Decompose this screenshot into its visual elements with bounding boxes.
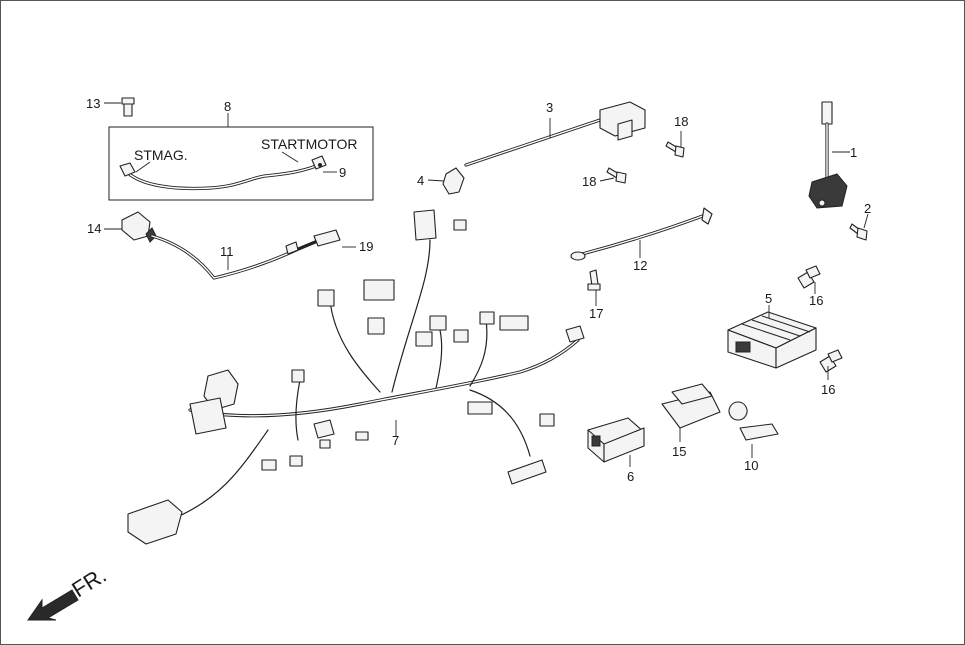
part-11-harness: [104, 211, 356, 280]
callout-8: 8: [224, 99, 231, 114]
part-17-bolt: [587, 269, 601, 306]
callout-12: 12: [633, 258, 647, 273]
part-3-ignition-coil: [464, 101, 646, 167]
callout-6: 6: [627, 469, 634, 484]
part-7-main-harness: [127, 209, 585, 545]
callout-4: 4: [417, 173, 424, 188]
callout-5: 5: [765, 291, 772, 306]
callout-3: 3: [546, 100, 553, 115]
callout-19: 19: [359, 239, 373, 254]
part-2-screw: [849, 213, 869, 241]
part-4-plug-cap: [427, 167, 465, 195]
callout-7: 7: [392, 433, 399, 448]
callout-17: 17: [589, 306, 603, 321]
part-18-screws: [599, 131, 685, 184]
front-direction-indicator: [27, 589, 79, 621]
start-motor-terminal: [311, 155, 327, 170]
callout-18-lower: 18: [582, 174, 596, 189]
callout-18-upper: 18: [674, 114, 688, 129]
callout-2: 2: [864, 201, 871, 216]
part-1-sensor: [808, 101, 850, 209]
callout-10: 10: [744, 458, 758, 473]
callout-15: 15: [672, 444, 686, 459]
st-mag-terminal: [119, 162, 136, 177]
part-10-clamp: [728, 401, 779, 458]
callout-9: 9: [339, 165, 346, 180]
part-6-cdi: [587, 417, 645, 467]
front-arrow-icon: [27, 589, 79, 621]
callout-16-upper: 16: [809, 293, 823, 308]
label-st-mag: STMAG.: [134, 147, 188, 163]
part-5-regulator: [727, 305, 817, 369]
part-12-ground-strap: [570, 207, 713, 261]
part-8-box: [108, 126, 374, 201]
callout-1: 1: [850, 145, 857, 160]
callout-13: 13: [86, 96, 100, 111]
label-start-motor: STARTMOTOR: [261, 136, 357, 152]
part-8-cable-group: [108, 113, 374, 201]
callout-16-lower: 16: [821, 382, 835, 397]
part-13-bolt: [104, 97, 135, 117]
part-16-bolts: [797, 265, 843, 380]
part-15-cover: [661, 383, 721, 442]
callout-11: 11: [220, 244, 234, 259]
callout-14: 14: [87, 221, 101, 236]
